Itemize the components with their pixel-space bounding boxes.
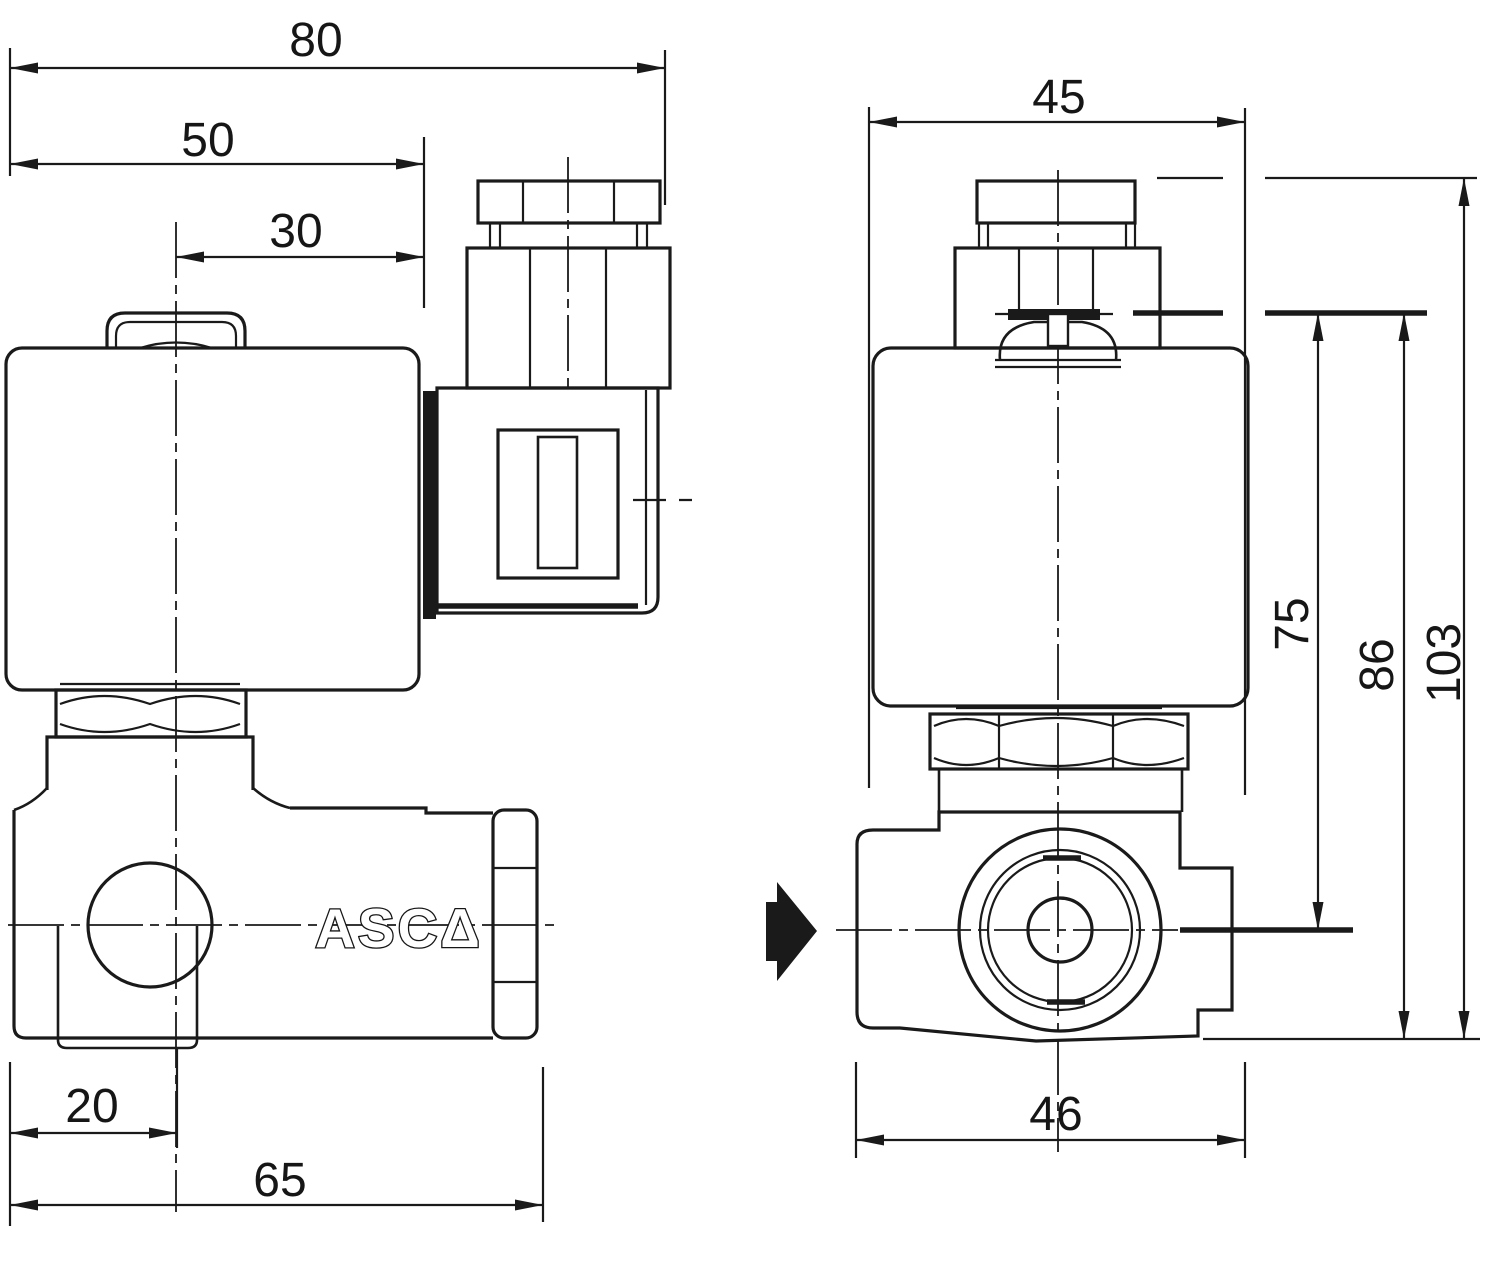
connector-window bbox=[496, 428, 620, 580]
dimension-65: 65 bbox=[10, 1067, 545, 1222]
valve-body-side: ASCΔ bbox=[12, 806, 539, 1050]
dimension-30: 30 bbox=[176, 205, 424, 263]
coil-body-front bbox=[871, 346, 1250, 708]
threaded-end-cap bbox=[491, 808, 539, 1040]
dim-label-50: 50 bbox=[181, 114, 234, 167]
body-outline bbox=[12, 810, 493, 1040]
dim-label-65: 65 bbox=[253, 1154, 306, 1207]
connector-terminal-slot bbox=[536, 435, 579, 570]
bore-notch bbox=[1037, 897, 1083, 907]
din-connector bbox=[435, 179, 672, 615]
coil-nut-front bbox=[928, 706, 1190, 771]
dim-label-86: 86 bbox=[1351, 638, 1404, 691]
body-outline bbox=[855, 810, 1234, 1043]
dim-label-45: 45 bbox=[1032, 71, 1085, 124]
cable-gland-nut bbox=[476, 179, 662, 225]
gland-post-left bbox=[488, 221, 502, 250]
coil-nut bbox=[54, 682, 248, 739]
dim-label-30: 30 bbox=[269, 205, 322, 258]
dim-label-20: 20 bbox=[65, 1080, 118, 1133]
mounting-clip bbox=[105, 311, 247, 350]
dimension-86: 86 bbox=[1351, 313, 1410, 1039]
threaded-port bbox=[957, 827, 1163, 1033]
dim-label-75: 75 bbox=[1266, 597, 1319, 650]
bottom-port-boss bbox=[56, 926, 199, 1050]
coil-body bbox=[4, 346, 421, 692]
bonnet-sides bbox=[937, 769, 1184, 812]
asco-logo: ASCΔ bbox=[315, 897, 483, 959]
valve-body-front bbox=[766, 769, 1234, 1043]
side-view: 80 50 30 20 65 bbox=[4, 14, 692, 1226]
valve-bonnet bbox=[13, 735, 291, 812]
gland-post-right bbox=[635, 221, 649, 250]
coil-connector-junction bbox=[423, 391, 436, 619]
dim-label-103: 103 bbox=[1418, 623, 1471, 703]
side-port-circle bbox=[86, 861, 214, 989]
cable-gland-nut bbox=[975, 179, 1137, 225]
dimension-103: 103 bbox=[1418, 178, 1471, 1039]
dim-label-46: 46 bbox=[1029, 1088, 1082, 1141]
dimension-46: 46 bbox=[854, 1062, 1247, 1158]
cable-gland-body bbox=[465, 246, 672, 390]
dimension-50: 50 bbox=[10, 114, 426, 308]
dimension-80: 80 bbox=[8, 14, 667, 205]
dimension-20: 20 bbox=[8, 1049, 179, 1226]
retaining-clip bbox=[995, 309, 1121, 369]
dimension-45: 45 bbox=[867, 71, 1247, 795]
dim-label-80: 80 bbox=[289, 14, 342, 67]
dimension-75: 75 bbox=[1266, 313, 1324, 930]
front-view: 45 46 75 86 103 bbox=[766, 71, 1480, 1158]
flow-direction-arrow-icon bbox=[766, 882, 817, 981]
